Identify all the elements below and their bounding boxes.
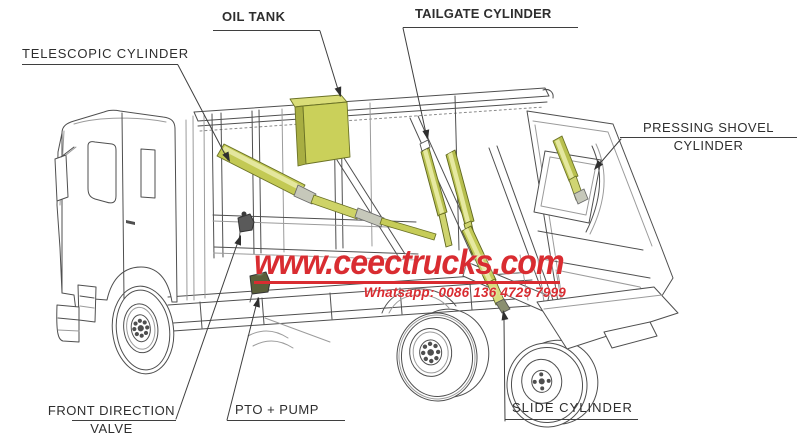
label-text: TELESCOPIC CYLINDER (22, 46, 189, 61)
leader-arrowheads (222, 86, 604, 321)
label-underline (505, 419, 638, 420)
label-underline (213, 30, 320, 31)
front-direction-valve-shape (237, 211, 255, 243)
front-wheel (111, 285, 175, 375)
rear-wheel-far (506, 339, 599, 428)
watermark-underline (254, 281, 560, 284)
body-frame (192, 87, 554, 313)
label-text: SLIDE CYLINDER (512, 400, 633, 415)
label-text-line2: CYLINDER (673, 138, 744, 153)
label-text-line1: FRONT DIRECTION (47, 403, 176, 418)
label-text-line1: PRESSING SHOVEL (642, 120, 775, 135)
watermark-website: www.ceectrucks.com (254, 243, 565, 282)
label-text: PTO + PUMP (235, 402, 319, 417)
rear-wheel-near (396, 308, 490, 402)
label-slide-cylinder: SLIDE CYLINDER (505, 400, 638, 420)
leader-lines (175, 27, 622, 422)
label-telescopic-cylinder: TELESCOPIC CYLINDER (22, 46, 189, 65)
label-oil-tank: OIL TANK (213, 9, 320, 31)
rear-mudguard (381, 288, 457, 314)
label-underline (22, 64, 178, 65)
slide-cylinder-shape (461, 225, 511, 314)
cab-shape (54, 109, 188, 343)
label-pressing-shovel-cylinder: PRESSING SHOVEL CYLINDER (620, 121, 797, 153)
label-underline (227, 420, 345, 421)
watermark-whatsapp: Whatsapp: 0086 136 4729 7999 (363, 284, 566, 300)
label-underline (403, 27, 578, 28)
label-underline (72, 420, 176, 421)
label-text: TAILGATE CYLINDER (415, 6, 552, 21)
label-tailgate-cylinder: TAILGATE CYLINDER (403, 6, 578, 28)
telescopic-cylinder-shape (216, 143, 437, 241)
label-pto-pump: PTO + PUMP (227, 402, 345, 421)
oil-tank-shape (289, 94, 351, 167)
label-front-direction-valve: FRONT DIRECTION VALVE (47, 404, 176, 436)
label-text: OIL TANK (222, 9, 286, 24)
label-text-line2: VALVE (90, 421, 133, 436)
label-underline (620, 137, 797, 138)
pressing-shovel-cylinder-shape (552, 135, 589, 205)
watermark: www.ceectrucks.com Whatsapp: 0086 136 47… (254, 243, 572, 300)
